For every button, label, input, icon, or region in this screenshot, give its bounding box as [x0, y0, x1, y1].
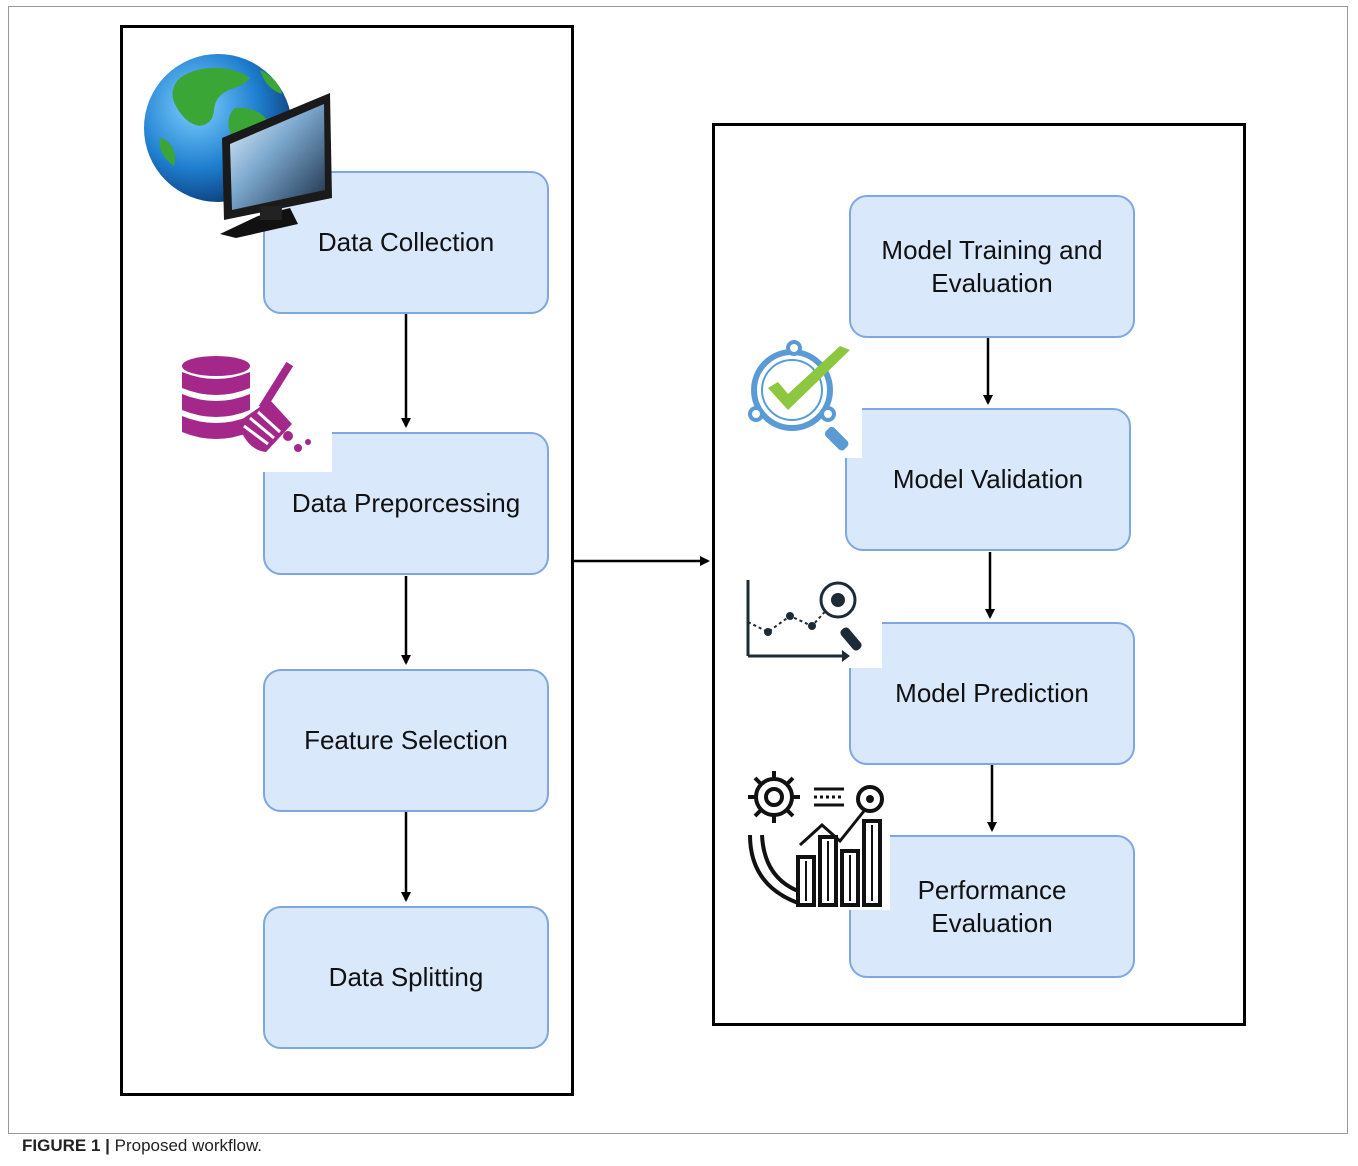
step-label: Feature Selection [304, 725, 508, 755]
step-data-collection: Data Collection [263, 171, 549, 314]
caption-label: FIGURE 1 | [22, 1136, 110, 1155]
step-model-validation: Model Validation [845, 408, 1131, 551]
figure-frame [8, 6, 1348, 1134]
step-model-prediction: Model Prediction [849, 622, 1135, 765]
step-label: Data Preporcessing [291, 488, 521, 518]
step-label: Model Prediction [895, 678, 1089, 708]
step-label: Model Validation [892, 464, 1084, 494]
figure-caption: FIGURE 1 | Proposed workflow. [22, 1136, 262, 1156]
gear-bar-chart-icon [740, 765, 890, 910]
step-data-splitting: Data Splitting [263, 906, 549, 1049]
step-label: Performance Evaluation [917, 874, 1067, 938]
step-label: Model Training and Evaluation [881, 234, 1103, 298]
step-label: Data Collection [317, 227, 495, 257]
chart-magnifier-icon [742, 576, 882, 668]
step-model-training: Model Training and Evaluation [849, 195, 1135, 338]
database-broom-icon [180, 352, 332, 472]
step-performance-evaluation: Performance Evaluation [849, 835, 1135, 978]
caption-text: Proposed workflow. [109, 1136, 263, 1155]
magnifier-check-icon [742, 338, 862, 458]
globe-computer-icon [144, 54, 332, 238]
step-label: Data Splitting [328, 962, 484, 992]
step-feature-selection: Feature Selection [263, 669, 549, 812]
